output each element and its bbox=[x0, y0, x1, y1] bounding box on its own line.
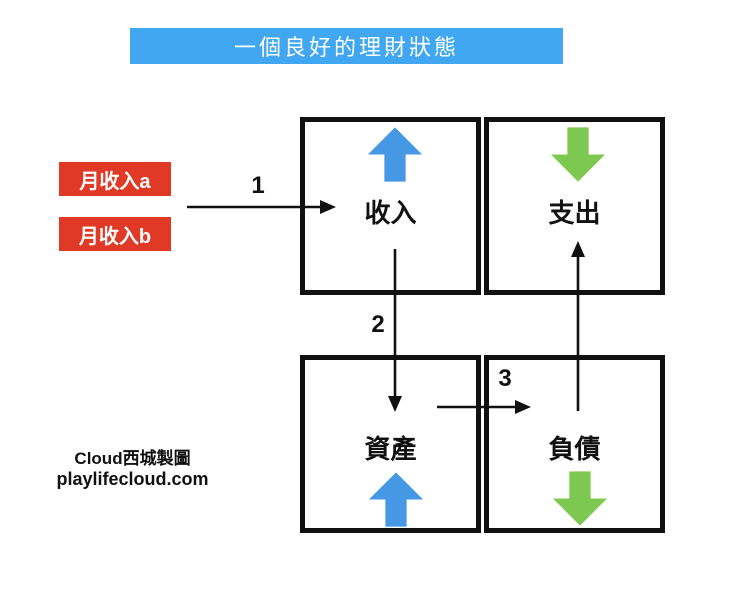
footer-credit: Cloud西城製圖 playlifecloud.com bbox=[35, 444, 230, 490]
flow-step-3-label: 3 bbox=[491, 365, 519, 393]
assets-label: 資產 bbox=[364, 434, 417, 464]
assets-box bbox=[300, 355, 481, 533]
flow-step-2-label: 2 bbox=[364, 311, 392, 339]
liabilities-label: 負債 bbox=[548, 434, 601, 464]
expense-label: 支出 bbox=[548, 198, 601, 228]
expense-down-arrow-icon bbox=[550, 127, 606, 182]
income-source-b-label: 月收入b bbox=[78, 225, 152, 248]
footer-author: Cloud西城製圖 bbox=[74, 449, 191, 468]
liabilities-down-arrow-icon bbox=[552, 471, 608, 526]
diagram-title: 一個良好的理財狀態 bbox=[233, 35, 459, 60]
income-label: 收入 bbox=[364, 198, 417, 228]
flow-step-1-label: 1 bbox=[244, 172, 272, 200]
income-source-b-badge: 月收入b bbox=[59, 217, 171, 251]
footer-site: playlifecloud.com bbox=[56, 469, 209, 489]
income-source-a-label: 月收入a bbox=[79, 170, 151, 193]
income-source-a-badge: 月收入a bbox=[59, 162, 171, 196]
assets-up-arrow-icon bbox=[368, 472, 424, 527]
income-up-arrow-icon bbox=[367, 127, 423, 182]
title-banner: 一個良好的理財狀態 bbox=[130, 28, 563, 64]
